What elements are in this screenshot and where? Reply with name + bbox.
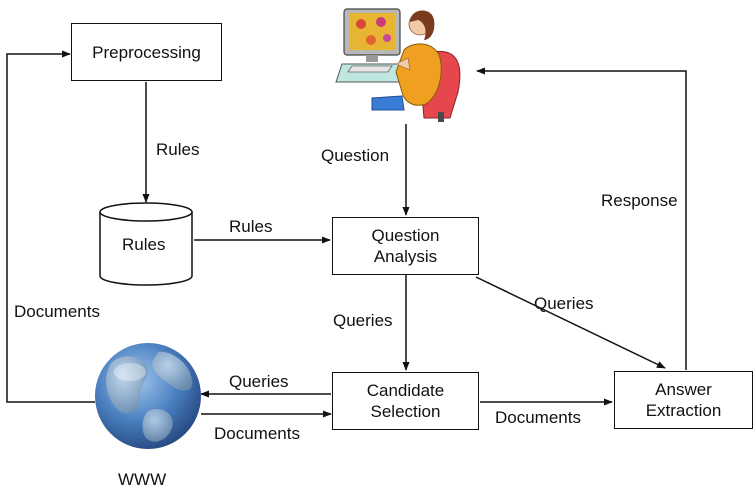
preprocessing-label: Preprocessing xyxy=(92,42,201,62)
edge-answer-to-user xyxy=(476,67,687,370)
edge-label-candidate-www: Queries xyxy=(229,372,289,391)
edge-label-response: Response xyxy=(601,191,678,210)
answer-extraction-label: Answer Extraction xyxy=(645,380,722,420)
edge-label-www-preprocessing: Documents xyxy=(14,302,100,321)
globe-icon xyxy=(95,343,201,449)
user-at-computer-icon xyxy=(335,8,461,122)
edge-label-www-candidate: Documents xyxy=(214,424,300,443)
candidate-selection-node: Candidate Selection xyxy=(332,372,479,430)
edge-label-preprocessing-rules: Rules xyxy=(156,140,200,159)
edge-qa-to-answer xyxy=(475,276,666,369)
rules-cylinder xyxy=(99,202,193,286)
edge-label-question: Question xyxy=(321,146,390,165)
preprocessing-node: Preprocessing xyxy=(71,23,222,81)
edge-label-qa-answer: Queries xyxy=(534,294,594,313)
candidate-selection-label: Candidate Selection xyxy=(366,381,445,421)
edge-www-to-preprocessing xyxy=(6,50,95,403)
edge-label-candidate-answer: Documents xyxy=(495,408,581,427)
www-label: WWW xyxy=(118,470,167,489)
question-analysis-node: Question Analysis xyxy=(332,217,479,275)
question-analysis-label: Question Analysis xyxy=(371,226,440,266)
edge-label-qa-candidate: Queries xyxy=(333,311,393,330)
edge-label-rules-qa: Rules xyxy=(229,217,273,236)
answer-extraction-node: Answer Extraction xyxy=(614,371,753,429)
rules-store-label: Rules xyxy=(122,235,166,254)
